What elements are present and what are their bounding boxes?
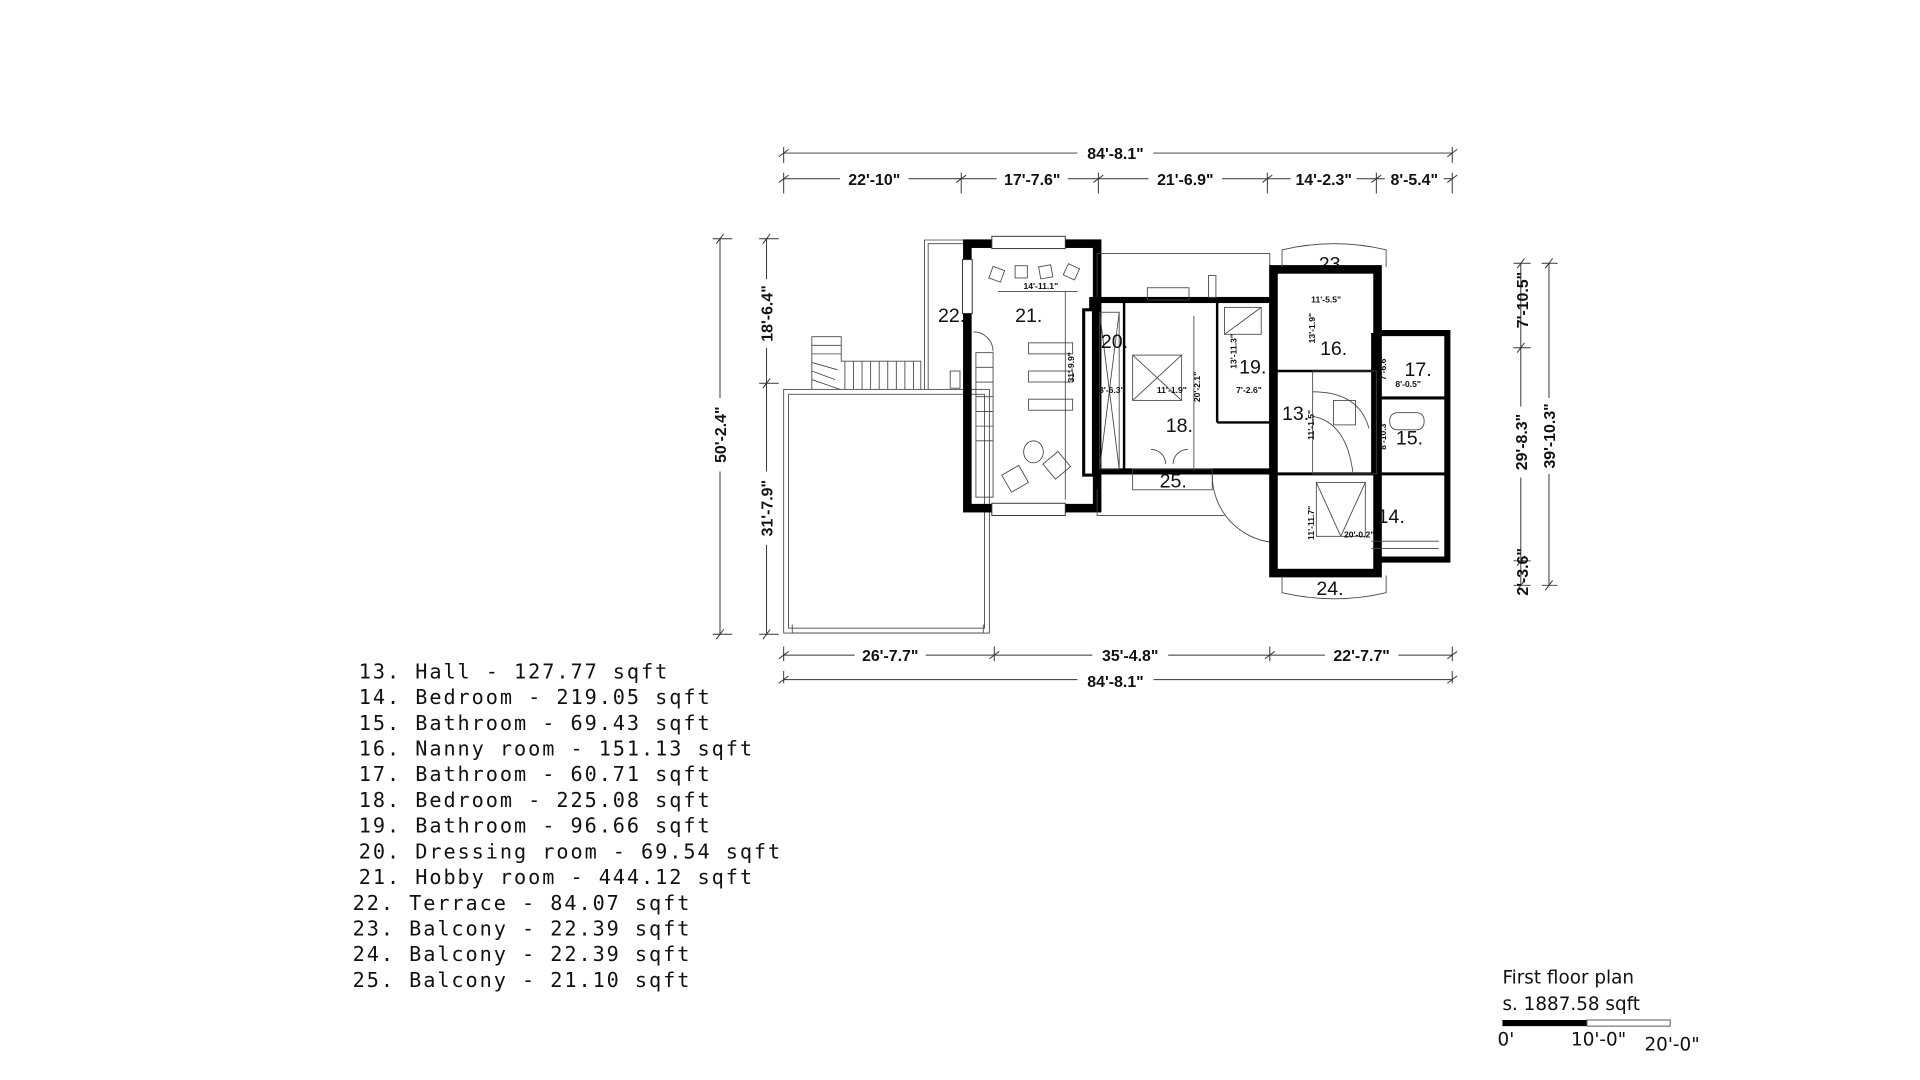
plan-area: s. 1887.58 sqft (1502, 994, 1640, 1015)
inner-dim: 14'-11.1" (1023, 281, 1058, 291)
room-label-20: 20. (1101, 331, 1128, 353)
dim-bottom-total: 84'-8.1" (1087, 674, 1143, 691)
room-label-23: 23. (1319, 254, 1346, 276)
inner-dim: 7'-6.6" (1378, 355, 1388, 381)
plan (783, 235, 1451, 634)
dim-left-seg-1: 18'-6.4" (760, 285, 777, 341)
legend-item: 25. Balcony - 21.10 sqft (353, 968, 692, 992)
scale-label-20: 20'-0" (1644, 1035, 1699, 1056)
inner-dim: 11'-1.5" (1306, 410, 1316, 440)
balcony-24 (1281, 575, 1387, 600)
inner-dim: 11'-5.5" (1311, 294, 1341, 304)
inner-dim: 31'-9.9" (1066, 352, 1076, 382)
inner-dim: 13'-1.9" (1307, 313, 1317, 343)
inner-dim: 20'-0.2" (1344, 530, 1374, 540)
dim-right-seg-3: 2'-3.6" (1515, 548, 1532, 596)
legend-item: 17. Bathroom - 60.71 sqft (359, 762, 712, 786)
legend-item: 24. Balcony - 22.39 sqft (353, 942, 692, 966)
dim-bottom-seg-3: 22'-7.7" (1333, 648, 1389, 665)
right-block-walls (1269, 265, 1382, 578)
scale-bar-white (1586, 1019, 1671, 1027)
dim-right-total: 39'-10.3" (1542, 403, 1559, 468)
internal-stair (973, 331, 994, 498)
room-label-19: 19. (1239, 356, 1266, 378)
legend-item: 21. Hobby room - 444.12 sqft (359, 865, 754, 889)
inner-dim: 8'-10.3" (1378, 420, 1388, 450)
legend-item: 18. Bedroom - 225.08 sqft (359, 788, 712, 812)
room-label-22: 22. (938, 305, 965, 327)
title-block: First floor plan s. 1887.58 sqft 0' 10'-… (1498, 967, 1700, 1055)
plan-title: First floor plan (1502, 967, 1634, 988)
right-dimensions: 7'-10.5" 29'-8.3" 2'-3.6" 39'-10.3" (1512, 258, 1559, 596)
scale-label-10: 10'-0" (1571, 1030, 1626, 1051)
legend-item: 19. Bathroom - 96.66 sqft (359, 814, 712, 838)
legend-item: 16. Nanny room - 151.13 sqft (359, 737, 754, 761)
dim-top-seg-1: 22'-10" (848, 172, 900, 189)
room-label-16: 16. (1320, 338, 1347, 360)
inner-dimensions: 14'-11.1" 31'-9.9" 8'-6.3" 11'-1.9" 20'-… (1023, 281, 1420, 540)
scale-label-0: 0' (1498, 1030, 1515, 1051)
dim-right-seg-1: 7'-10.5" (1515, 272, 1532, 328)
dim-bottom-seg-1: 26'-7.7" (862, 648, 918, 665)
dim-left-total: 50'-2.4" (713, 406, 730, 462)
room-label-17: 17. (1404, 359, 1431, 381)
room-legend: 13. Hall - 127.77 sqft 14. Bedroom - 219… (353, 659, 782, 992)
roof-outline (783, 388, 990, 634)
inner-dim: 11'-1.9" (1157, 385, 1187, 395)
inner-dim: 11'-11.7" (1306, 506, 1316, 540)
dim-bottom-seg-2: 35'-4.8" (1102, 648, 1158, 665)
left-dimensions: 50'-2.4" 18'-6.4" 31'-7.9" (710, 233, 779, 640)
dim-top-total: 84'-8.1" (1087, 146, 1143, 163)
legend-item: 20. Dressing room - 69.54 sqft (359, 839, 782, 863)
room-label-25: 25. (1160, 470, 1187, 492)
inner-dim: 8'-0.5" (1395, 379, 1421, 389)
legend-item: 14. Bedroom - 219.05 sqft (359, 685, 712, 709)
room-label-15: 15. (1396, 427, 1423, 449)
scale-bar-black (1502, 1020, 1587, 1027)
dim-top-seg-3: 21'-6.9" (1157, 172, 1213, 189)
room-label-13: 13. (1282, 403, 1309, 425)
room-label-21: 21. (1015, 305, 1042, 327)
legend-item: 23. Balcony - 22.39 sqft (353, 917, 692, 941)
balcony-23 (1281, 243, 1387, 267)
inner-dim: 13'-11.3" (1229, 334, 1239, 369)
dim-top-seg-5: 8'-5.4" (1390, 172, 1438, 189)
top-dimensions: 84'-8.1" 22'-10" 17'-7.6" 21'-6.9" 14'-2… (778, 142, 1458, 194)
legend-item: 15. Bathroom - 69.43 sqft (359, 711, 712, 735)
legend-item: 13. Hall - 127.77 sqft (359, 659, 670, 683)
dim-top-seg-2: 17'-7.6" (1004, 172, 1060, 189)
room-label-24: 24. (1316, 578, 1343, 600)
external-stair (811, 336, 922, 390)
inner-dim: 7'-2.6" (1236, 385, 1262, 395)
inner-dim: 20'-2.1" (1192, 372, 1202, 402)
room-label-18: 18. (1166, 415, 1193, 437)
dim-right-seg-2: 29'-8.3" (1514, 414, 1531, 470)
legend-item: 22. Terrace - 84.07 sqft (353, 891, 692, 915)
dim-top-seg-4: 14'-2.3" (1295, 172, 1351, 189)
room-labels: 22. 21. 20. 18. 19. 23. 16. 17. 13. 15. … (938, 254, 1432, 600)
hobby-furniture (988, 263, 1081, 500)
room-label-14: 14. (1378, 506, 1405, 528)
inner-dim: 8'-6.3" (1099, 385, 1125, 395)
dim-left-seg-2: 31'-7.9" (760, 480, 777, 536)
bottom-dimensions: 26'-7.7" 35'-4.8" 22'-7.7" 84'-8.1" (778, 645, 1458, 691)
